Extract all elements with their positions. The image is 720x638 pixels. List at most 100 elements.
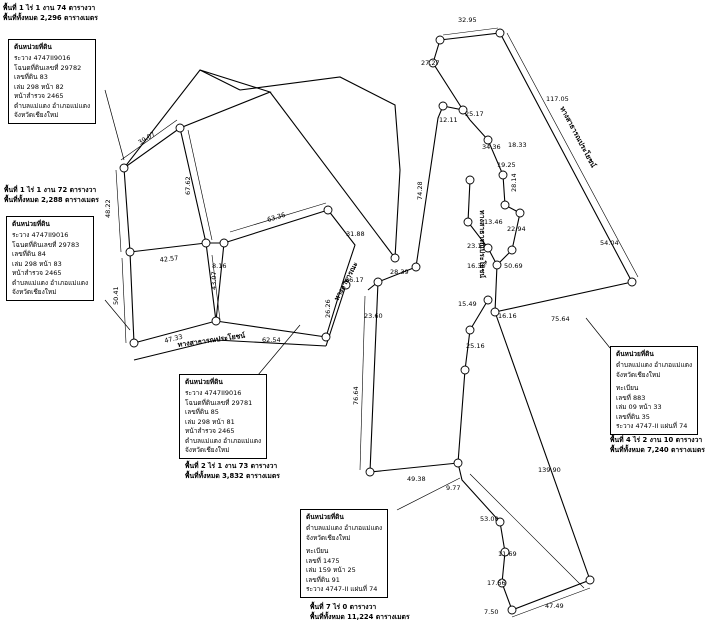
box-line: เลขที่ดิน 84 [12,250,46,259]
box-line: เล่ม 298 หน้า 82 [14,82,64,91]
area-line: พื้นที่ทั้งหมด 7,240 ตารางเมตร [610,445,705,454]
box-line: หน้าสำรวจ 2465 [14,92,64,101]
area-line: พื้นที่ทั้งหมด 2,296 ตารางเมตร [3,13,98,22]
area-line: พื้นที่ 1 ไร่ 1 งาน 74 ตารางวา [3,4,96,12]
area-line: พื้นที่ทั้งหมด 11,224 ตารางเมตร [310,612,410,621]
dim-label: 50.69 [504,262,523,270]
box-line: เลขที่ดิน 91 [306,575,340,584]
dim-label: 67.62 [184,176,192,195]
dim-label: 47.49 [545,602,564,610]
box-line: หน้าสำรวจ 2465 [12,269,62,278]
dim-label: 18.33 [508,141,527,149]
road-label-east: ทางสาธารณประโยชน์ [558,105,598,169]
dim-label: 54.04 [600,239,619,247]
dim-label: 39.07 [137,130,157,147]
dim-label: 25.16 [466,342,485,350]
area-line: พื้นที่ทั้งหมด 2,288 ตารางเมตร [4,195,99,204]
dim-label: 8.16 [212,262,226,270]
box-line: เล่ม 298 หน้า 83 [12,259,62,268]
dim-label: 28.14 [510,173,518,192]
area-line: พื้นที่ 7 ไร่ 0 ตารางวา [310,603,377,611]
dim-label: 13.46 [484,218,503,226]
dim-label: 63.36 [266,211,286,224]
area-line: พื้นที่ 1 ไร่ 1 งาน 72 ตารางวา [4,186,97,194]
dim-label: 26.17 [345,276,364,284]
box-line: ระวาง 4747II9016 [185,389,242,398]
area-line: พื้นที่ทั้งหมด 3,832 ตารางเมตร [185,471,280,480]
area-label-5: พื้นที่ 7 ไร่ 0 ตารางวา พื้นที่ทั้งหมด 1… [310,603,410,622]
box-line: โฉนดที่ดินเลขที่ 29781 [185,398,253,407]
box-line: ตำบลแม่แตง อำเภอแม่แตง [12,278,89,287]
survey-pins [119,28,637,615]
box-line: ตำบลแม่แตง อำเภอแม่แตง [185,436,262,445]
box-line: ตำบลแม่แตง อำเภอแม่แตง [14,101,91,110]
dim-label: 32.95 [458,16,477,24]
parcel-info-box-2: ต้นหน่วยที่ดิน ระวาง 4747II9016 โฉนดที่ด… [6,216,95,302]
parcel-info-box-5: ต้นหน่วยที่ดิน ตำบลแม่แตง อำเภอแม่แตง จั… [300,509,389,599]
dim-label: 22.94 [507,225,526,233]
dim-label: 15.49 [458,300,477,308]
dim-label: 11.69 [498,550,517,558]
box-line: ทะเบียน [616,384,639,393]
dim-label: 34.36 [482,143,501,151]
box-line: เลขที่ดิน 85 [185,408,219,417]
box-title: ต้นหน่วยที่ดิน [306,513,344,521]
box-line: ระวาง 4747-II แผ่นที่ 74 [616,421,688,430]
area-label-1: พื้นที่ 1 ไร่ 1 งาน 74 ตารางวา พื้นที่ทั… [3,4,98,23]
box-line: จังหวัดเชียงใหม่ [306,533,351,542]
dim-label: 9.77 [446,484,460,492]
dim-label: 7.50 [484,608,498,616]
road-label-south: ทางสาธารณประโยชน์ [177,331,246,349]
dim-label: 53.00 [480,515,499,523]
box-title: ต้นหน่วยที่ดิน [12,220,50,228]
box-line: เลขที่ดิน 35 [616,412,650,421]
dim-label: 23.60 [364,312,383,320]
parcel-info-box-4: ต้นหน่วยที่ดิน ตำบลแม่แตง อำเภอแม่แตง จั… [610,346,699,436]
dim-label: 23.17 [467,242,486,250]
area-label-3: พื้นที่ 2 ไร่ 1 งาน 73 ตารางวา พื้นที่ทั… [185,462,280,481]
box-line: ตำบลแม่แตง อำเภอแม่แตง [306,524,383,533]
box-line: ระวาง 4747II9016 [12,231,69,240]
dimension-lines [115,27,639,618]
road-label-center: ทางสาธารณประโยชน์ [478,210,487,278]
dim-label: 50.41 [112,286,120,305]
dim-label: 43.07 [210,271,218,290]
dim-label: 49.38 [407,475,426,483]
box-line: เล่ม 159 หน้า 25 [306,566,356,575]
area-label-2: พื้นที่ 1 ไร่ 1 งาน 72 ตารางวา พื้นที่ทั… [4,186,99,205]
box-line: จังหวัดเชียงใหม่ [616,370,661,379]
dim-label: 26.26 [324,299,332,318]
dim-label: 117.05 [546,95,569,103]
box-line: ระวาง 4747II9016 [14,54,71,63]
area-line: พื้นที่ 2 ไร่ 1 งาน 73 ตารางวา [185,462,278,470]
box-line: เล่ม 298 หน้า 81 [185,417,235,426]
box-line: เลขที่ดิน 83 [14,73,48,82]
area-line: พื้นที่ 4 ไร่ 2 งาน 10 ตารางวา [610,436,703,444]
leader-lines [104,89,611,511]
box-line: จังหวัดเชียงใหม่ [12,287,57,296]
dim-label: 16.16 [498,312,517,320]
box-line: เลขที่ 883 [616,393,646,402]
box-line: จังหวัดเชียงใหม่ [14,110,59,119]
parcel-info-box-3: ต้นหน่วยที่ดิน ระวาง 4747II9016 โฉนดที่ด… [179,374,268,460]
box-line: ทะเบียน [306,547,329,556]
dim-label: 62.54 [262,336,281,344]
box-line: ระวาง 4747-II แผ่นที่ 74 [306,584,378,593]
road-labels: ทางสาธารณประโยชน์ ทางสาธารณประโยชน์ ทางส… [177,105,598,349]
box-line: เล่ม 09 หน้า 33 [616,403,662,412]
parcel-info-box-1: ต้นหน่วยที่ดิน ระวาง 4747II9016 โฉนดที่ด… [8,39,97,125]
dim-label: 27.27 [421,59,440,67]
box-line: ตำบลแม่แตง อำเภอแม่แตง [616,361,693,370]
box-line: หน้าสำรวจ 2465 [185,427,235,436]
dim-label: 74.28 [416,181,424,200]
dim-label: 28.39 [390,268,409,276]
dim-label: 17.66 [487,579,506,587]
dim-label: 25.17 [465,110,484,118]
dim-label: 19.25 [497,161,516,169]
dim-label: 16.30 [467,262,486,270]
box-title: ต้นหน่วยที่ดิน [616,350,654,358]
dim-label: 12.11 [439,116,458,124]
box-title: ต้นหน่วยที่ดิน [185,378,223,386]
box-line: โฉนดที่ดินเลขที่ 29782 [14,63,82,72]
